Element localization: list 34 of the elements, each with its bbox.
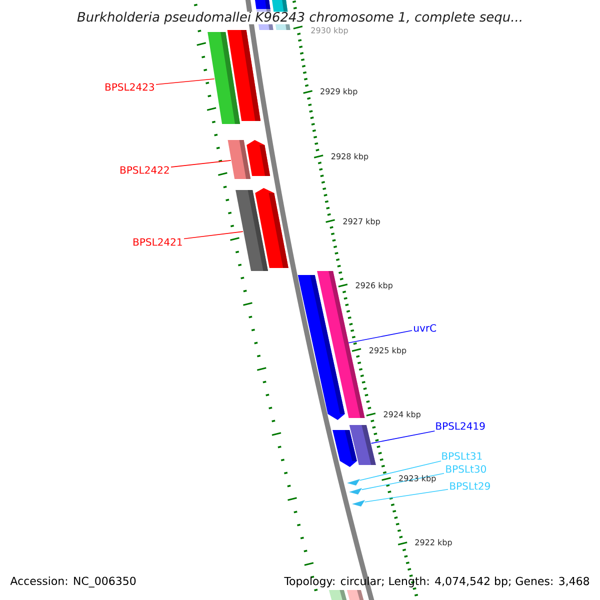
- summary-text: Topology: circular; Length: 4,074,542 bp; Genes: 3,468: [284, 576, 590, 588]
- gene-feature: [228, 140, 251, 179]
- tick-label: 2928 kbp: [331, 153, 368, 161]
- leader-line: [170, 160, 232, 168]
- tick-label: 2926 kbp: [356, 282, 392, 290]
- tick-label: 2929 kbp: [320, 88, 358, 96]
- leader-line: [359, 460, 442, 481]
- leader-line: [348, 330, 412, 344]
- leader-line: [364, 488, 448, 502]
- gene-label: BPSL2419: [436, 422, 485, 430]
- tick-label: 2927 kbp: [343, 218, 380, 226]
- gene-feature: [352, 500, 365, 506]
- leader-line: [184, 231, 244, 240]
- tick-label: 2930 kbp: [311, 27, 348, 35]
- leader-line: [156, 78, 215, 85]
- accession-text: Accession: NC_006350: [10, 576, 136, 588]
- gene-feature: [349, 425, 376, 465]
- tick-label: 2922 kbp: [415, 539, 452, 547]
- gene-feature: [208, 32, 240, 124]
- tick-label: 2923 kbp: [399, 475, 436, 483]
- gene-feature: [347, 479, 360, 486]
- gene-feature: [236, 190, 268, 271]
- gene-label: BPSL2422: [120, 166, 169, 174]
- title: Burkholderia pseudomallei K96243 chromosome 1, complete sequ...: [76, 12, 524, 24]
- gene-label: BPSLt30: [446, 465, 486, 473]
- leader-line: [361, 472, 444, 490]
- leader-line: [370, 430, 436, 444]
- gene-feature: [349, 488, 362, 494]
- gene-label: uvrC: [414, 324, 436, 332]
- gene-label: BPSL2421: [134, 238, 182, 246]
- gene-label: BPSLt29: [450, 482, 490, 490]
- gene-label: BPSL2423: [106, 83, 154, 91]
- tick-label: 2924 kbp: [384, 411, 420, 419]
- gene-label: BPSLt31: [442, 452, 482, 460]
